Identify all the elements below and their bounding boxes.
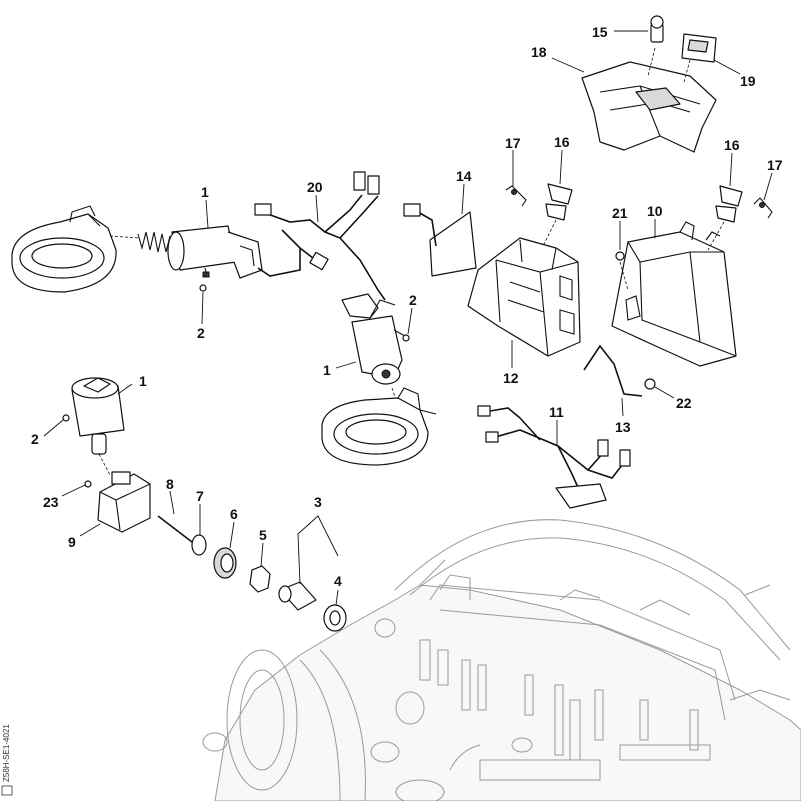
reference-code: Z58H-SE1-4021 [2,724,11,782]
callout-2: 2 [31,431,39,447]
shaft-3 [278,581,317,611]
bracket-12 [467,237,581,357]
callout-21: 21 [612,205,628,221]
callout-4: 4 [334,573,342,589]
callout-2: 2 [409,292,417,308]
assembly-axis [683,59,691,83]
assembly-axis [707,221,725,251]
callout-20: 20 [307,179,323,195]
bracket-16 [545,183,573,221]
housing-10 [611,221,737,367]
callout-numbers: 15 18 19 17 16 16 17 14 20 1 21 10 2 2 1… [31,24,783,589]
callout-12: 12 [503,370,519,386]
callout-11: 11 [549,404,564,420]
spring [137,231,171,253]
wire-clip-13 [583,344,643,397]
bulb-15 [650,15,664,43]
housing-9 [97,471,151,533]
lock-ring-upper [11,205,117,293]
callout-18: 18 [531,44,547,60]
callout-2: 2 [197,325,205,341]
callout-14: 14 [456,168,472,184]
assembly-axis [109,235,141,239]
callout-16: 16 [724,137,740,153]
callout-15: 15 [592,24,608,40]
switch-19 [681,33,717,63]
clip-17-right [753,197,773,219]
screw [402,334,410,342]
dashboard-background [202,519,801,801]
callout-9: 9 [68,534,76,550]
assembly-axis [539,219,557,253]
bolt-8 [157,515,193,543]
cover-14 [403,203,477,277]
screw-23 [84,480,92,488]
motor-middle [341,293,406,385]
callout-1: 1 [139,373,147,389]
callout-23: 23 [43,494,59,510]
clip-17 [505,185,527,207]
gear-6 [213,547,237,579]
washer-7 [191,534,207,556]
nut-22 [644,378,656,390]
callout-8: 8 [166,476,174,492]
solenoid-upper [167,225,263,279]
switch-panel-18 [581,61,717,153]
callout-5: 5 [259,527,267,543]
leader-lines [43,30,773,606]
callout-16: 16 [554,134,570,150]
callout-3: 3 [314,494,322,510]
callout-1: 1 [201,184,209,200]
lock-ring-lower [321,387,437,466]
wiring-harness-11 [477,405,631,509]
bracket-16-right [715,185,743,223]
screw [62,414,70,422]
callout-10: 10 [647,203,663,219]
callout-13: 13 [615,419,631,435]
screw [199,284,207,292]
motor-left [71,377,125,476]
callout-1: 1 [323,362,331,378]
nut-5 [249,565,271,593]
reference-stamp [1,785,13,796]
callout-6: 6 [230,506,238,522]
callout-17: 17 [767,157,783,173]
callout-19: 19 [740,73,756,89]
seal-4 [323,604,347,632]
callout-22: 22 [676,395,692,411]
callout-17: 17 [505,135,521,151]
wiring-harness-20 [254,171,386,301]
callout-7: 7 [196,488,204,504]
screw-21 [615,251,625,261]
